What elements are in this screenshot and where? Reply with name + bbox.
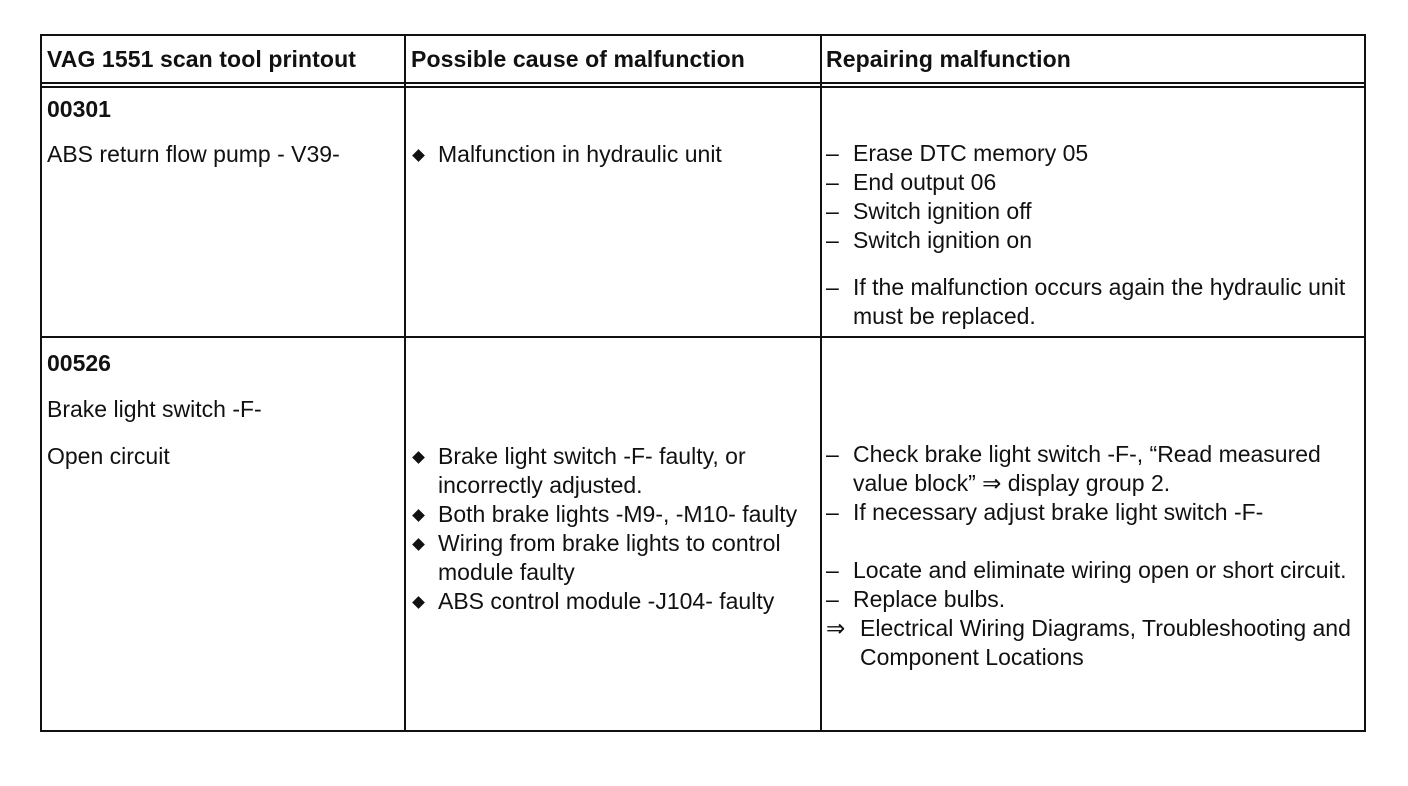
repair-reference: ⇒ Electrical Wiring Diagrams, Troublesho… (826, 615, 1351, 670)
header-repairing: Repairing malfunction (826, 46, 1071, 72)
arrow-right-icon: ⇒ (826, 615, 846, 641)
cause-item: Both brake lights -M9-, -M10- faulty (411, 500, 810, 529)
cause-list: Brake light switch -F- faulty, or incorr… (411, 442, 811, 616)
header-scan-tool-printout: VAG 1551 scan tool printout (47, 46, 356, 72)
repair-list: – Check brake light switch -F-, “Read me… (826, 440, 1362, 672)
header-divider-double (42, 86, 1364, 88)
dash-bullet: – (826, 499, 839, 525)
column-divider-1 (404, 36, 406, 730)
diamond-bullet-icon (412, 509, 425, 522)
header-divider (42, 82, 1364, 84)
fault-condition: Open circuit (47, 443, 170, 469)
repair-item: – Switch ignition off (826, 198, 1032, 224)
repair-item: – Locate and eliminate wiring open or sh… (826, 557, 1347, 583)
repair-item: – Check brake light switch -F-, “Read me… (826, 441, 1321, 496)
diamond-bullet-icon (412, 149, 425, 162)
cause-item: Malfunction in hydraulic unit (411, 140, 815, 169)
diamond-bullet-icon (412, 538, 425, 551)
row-divider (42, 336, 1364, 338)
column-divider-2 (820, 36, 822, 730)
dash-bullet: – (826, 274, 839, 300)
diagnostic-table: VAG 1551 scan tool printout Possible cau… (40, 34, 1366, 732)
dash-bullet: – (826, 169, 839, 195)
repair-item: – Erase DTC memory 05 (826, 140, 1089, 166)
fault-description: ABS return flow pump - V39- (47, 141, 340, 167)
repair-item: – If necessary adjust brake light switch… (826, 499, 1264, 525)
cause-item: Wiring from brake lights to control modu… (411, 529, 810, 587)
dash-bullet: – (826, 140, 839, 166)
repair-item: – Switch ignition on (826, 227, 1032, 253)
diamond-bullet-icon (412, 596, 425, 609)
repair-item: – End output 06 (826, 169, 997, 195)
cause-list: Malfunction in hydraulic unit (411, 140, 815, 169)
cause-item: Brake light switch -F- faulty, or incorr… (411, 442, 810, 500)
dash-bullet: – (826, 198, 839, 224)
dash-bullet: – (826, 227, 839, 253)
fault-description: Brake light switch -F- (47, 396, 262, 422)
repair-list: – Erase DTC memory 05 – End output 06 – … (826, 139, 1362, 331)
fault-code-00301: 00301 (47, 96, 111, 122)
dash-bullet: – (826, 441, 839, 467)
dash-bullet: – (826, 586, 839, 612)
repair-item: – Replace bulbs. (826, 586, 1006, 612)
dash-bullet: – (826, 557, 839, 583)
diamond-bullet-icon (412, 451, 425, 464)
cause-item: ABS control module -J104- faulty (411, 587, 810, 616)
repair-item: – If the malfunction occurs again the hy… (826, 274, 1346, 329)
header-possible-cause: Possible cause of malfunction (411, 46, 745, 72)
fault-code-00526: 00526 (47, 350, 111, 376)
